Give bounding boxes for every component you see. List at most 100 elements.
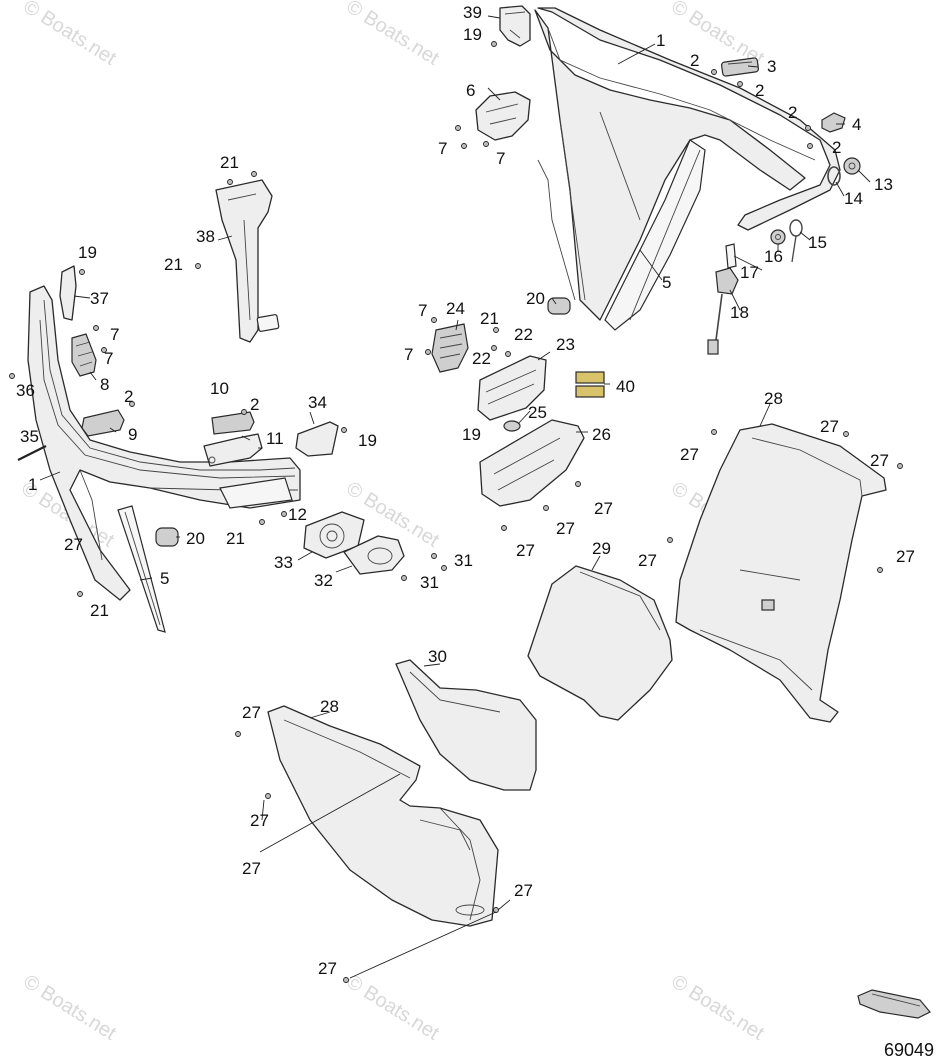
callout-38: 38 xyxy=(196,227,215,246)
callout-7-a: 7 xyxy=(438,139,447,158)
callout-20-upper: 20 xyxy=(526,289,545,308)
callout-21-d: 21 xyxy=(90,601,109,620)
callout-32: 32 xyxy=(314,571,333,590)
callout-2-c: 2 xyxy=(788,103,797,122)
bracket-39 xyxy=(499,5,531,47)
fasteners xyxy=(9,41,903,983)
panel-34 xyxy=(295,421,339,457)
grommet-20-lower xyxy=(155,527,179,547)
callout-7-e: 7 xyxy=(418,301,427,320)
callout-5-right: 5 xyxy=(662,273,671,292)
bracket-26 xyxy=(479,419,585,507)
clip-17 xyxy=(725,243,737,269)
callout-2-e: 2 xyxy=(124,387,133,406)
callout-31-b: 31 xyxy=(420,573,439,592)
callout-18: 18 xyxy=(730,303,749,322)
callout-22-b: 22 xyxy=(472,349,491,368)
callout-5-left: 5 xyxy=(160,569,169,588)
callout-2-d: 2 xyxy=(832,138,841,157)
watermark-bottom-right: © Boats.net xyxy=(667,971,768,1045)
watermark-top-center: © Boats.net xyxy=(342,0,443,70)
callout-35: 35 xyxy=(20,427,39,446)
callout-3: 3 xyxy=(767,57,776,76)
callout-10: 10 xyxy=(210,379,229,398)
callout-27-e: 27 xyxy=(594,499,613,518)
callout-23: 23 xyxy=(556,335,575,354)
callout-12: 12 xyxy=(288,505,307,524)
watermark-top-left: © Boats.net xyxy=(19,0,120,70)
callout-21-c: 21 xyxy=(226,529,245,548)
callout-27-j: 27 xyxy=(242,703,261,722)
figure-icon xyxy=(857,989,931,1019)
sensor-18 xyxy=(707,267,739,355)
callout-27-i: 27 xyxy=(896,547,915,566)
adapter-32 xyxy=(343,535,405,575)
callout-22-a: 22 xyxy=(514,325,533,344)
callout-31-a: 31 xyxy=(454,551,473,570)
callout-1-top: 1 xyxy=(656,31,665,50)
callout-2-a: 2 xyxy=(690,51,699,70)
callout-36: 36 xyxy=(16,381,35,400)
callout-7-b: 7 xyxy=(496,149,505,168)
callout-8: 8 xyxy=(100,375,109,394)
latch-4 xyxy=(821,112,846,133)
callout-27-c: 27 xyxy=(680,445,699,464)
callout-7-c: 7 xyxy=(110,325,119,344)
side-panel-28-lower xyxy=(267,705,499,927)
callout-29: 29 xyxy=(592,539,611,558)
callout-11: 11 xyxy=(266,429,284,448)
watermark-bottom-left: © Boats.net xyxy=(19,971,120,1045)
oring-14 xyxy=(827,166,841,186)
callout-19-top: 19 xyxy=(463,25,482,44)
callout-19-lower: 19 xyxy=(462,425,481,444)
latch-10 xyxy=(211,411,255,435)
callout-27-g: 27 xyxy=(516,541,535,560)
callout-9: 9 xyxy=(128,425,137,444)
clip-37 xyxy=(59,265,77,321)
bracket-24 xyxy=(431,323,469,373)
grommet-25 xyxy=(503,420,521,432)
callout-20-lower: 20 xyxy=(186,529,205,548)
grommet-13 xyxy=(843,157,861,175)
callout-40: 40 xyxy=(616,377,635,396)
bracket-38 xyxy=(215,179,280,343)
latch-3 xyxy=(720,57,760,77)
callout-21-e: 21 xyxy=(480,309,499,328)
callout-27-b: 27 xyxy=(820,417,839,436)
callout-labels: 39 19 1 2 3 2 6 2 4 2 7 7 13 14 15 16 17… xyxy=(16,3,915,978)
callout-19-mid: 19 xyxy=(358,431,377,450)
callout-1-left: 1 xyxy=(28,475,37,494)
callout-27-a: 27 xyxy=(64,535,83,554)
callout-27-l: 27 xyxy=(242,859,261,878)
leader-lines xyxy=(39,15,871,979)
side-panel-28-right xyxy=(675,423,887,723)
callout-19-left: 19 xyxy=(78,243,97,262)
grommet-20-upper xyxy=(547,297,571,315)
decal-40 xyxy=(575,371,605,398)
callout-30: 30 xyxy=(428,647,447,666)
callout-25: 25 xyxy=(528,403,547,422)
callout-13: 13 xyxy=(874,175,893,194)
callout-24: 24 xyxy=(446,299,465,318)
callout-37: 37 xyxy=(90,289,109,308)
callout-27-h: 27 xyxy=(638,551,657,570)
callout-16: 16 xyxy=(764,247,783,266)
grommet-16 xyxy=(770,229,786,245)
callout-28-lower: 28 xyxy=(320,697,339,716)
cable-15 xyxy=(789,219,803,263)
panel-29 xyxy=(527,565,673,721)
callout-33: 33 xyxy=(274,553,293,572)
callout-14: 14 xyxy=(844,189,863,208)
seal-5-lower xyxy=(117,505,166,633)
callout-6: 6 xyxy=(466,81,475,100)
callout-28-right: 28 xyxy=(764,389,783,408)
callout-26: 26 xyxy=(592,425,611,444)
callout-21-b: 21 xyxy=(164,255,183,274)
figure-number: 69049 xyxy=(884,1040,934,1060)
panel-30 xyxy=(395,659,537,791)
callout-21-a: 21 xyxy=(220,153,239,172)
callout-7-f: 7 xyxy=(404,345,413,364)
callout-7-d: 7 xyxy=(104,349,113,368)
callout-27-d: 27 xyxy=(870,451,889,470)
